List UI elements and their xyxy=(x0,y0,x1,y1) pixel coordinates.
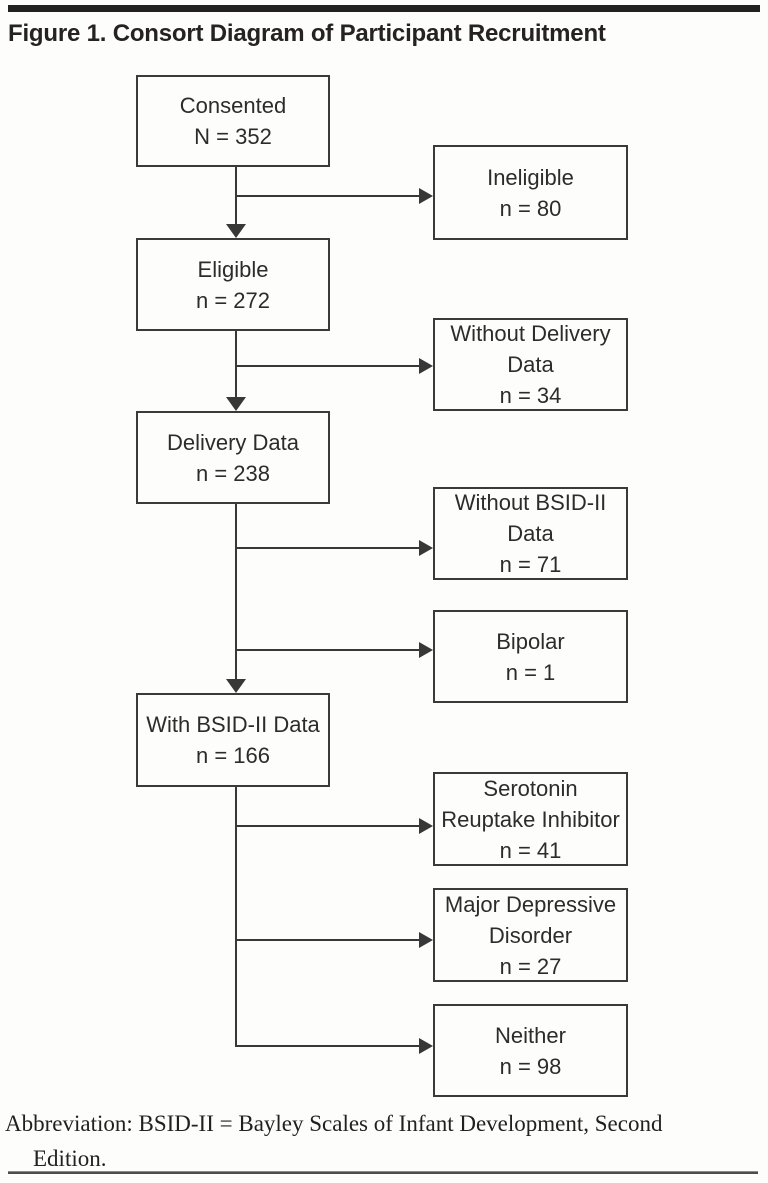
node-count: n = 238 xyxy=(195,460,270,486)
node-label: Neither xyxy=(495,1022,566,1048)
node-neither: Neither n = 98 xyxy=(433,1004,628,1097)
connector-branch-neither xyxy=(235,1045,419,1047)
node-label: Serotonin Reuptake Inhibitor xyxy=(441,775,620,832)
arrowhead-right-major-depressive-disorder-icon xyxy=(419,932,433,948)
arrowhead-right-neither-icon xyxy=(419,1038,433,1054)
node-consented: Consented N = 352 xyxy=(136,75,330,167)
node-label: Ineligible xyxy=(487,164,574,190)
node-with-bsid-ii-data: With BSID-II Data n = 166 xyxy=(136,693,330,787)
node-label: Eligible xyxy=(197,256,269,282)
connector-branch-without-bsid-ii-data xyxy=(235,547,419,549)
node-count: n = 41 xyxy=(499,837,562,863)
node-without-delivery-data: Without Delivery Data n = 34 xyxy=(433,318,628,411)
arrowhead-right-without-bsid-ii-data-icon xyxy=(419,540,433,556)
arrowhead-down-eligible-icon xyxy=(226,224,246,238)
node-count: n = 80 xyxy=(499,195,562,221)
node-label: Bipolar xyxy=(496,628,565,654)
node-delivery-data: Delivery Data n = 238 xyxy=(136,411,330,504)
node-count: n = 34 xyxy=(499,383,562,408)
node-without-bsid-ii-data: Without BSID-II Data n = 71 xyxy=(433,487,628,580)
node-count: n = 27 xyxy=(499,953,562,979)
connector-branch-bipolar xyxy=(235,649,419,651)
node-count: n = 272 xyxy=(195,287,270,313)
node-label: With BSID-II Data xyxy=(146,712,320,737)
arrowhead-right-ineligible-icon xyxy=(419,188,433,204)
connector-branch-serotonin-reuptake-inhibitor xyxy=(235,825,419,827)
node-label: Consented xyxy=(179,93,287,118)
bottom-rule xyxy=(8,1171,758,1174)
node-label: Delivery Data xyxy=(166,429,300,455)
arrowhead-down-with-bsid-icon xyxy=(226,679,246,693)
top-rule xyxy=(8,5,760,12)
node-serotonin-reuptake-inhibitor: Serotonin Reuptake Inhibitor n = 41 xyxy=(433,772,628,866)
abbreviation-note: Abbreviation: BSID-II = Bayley Scales of… xyxy=(5,1111,663,1171)
connector-branch-without-delivery-data xyxy=(235,365,419,367)
connector-branch-ineligible xyxy=(235,195,419,197)
node-major-depressive-disorder: Major Depressive Disorder n = 27 xyxy=(433,888,628,982)
connector-with-bsid-down-stem xyxy=(235,787,237,1047)
node-count: n = 98 xyxy=(499,1053,562,1079)
node-label: Without BSID-II Data xyxy=(454,490,607,546)
arrowhead-right-bipolar-icon xyxy=(419,642,433,658)
connector-consented-to-eligible xyxy=(235,167,237,227)
node-count: n = 71 xyxy=(499,552,562,577)
node-bipolar: Bipolar n = 1 xyxy=(433,610,628,703)
node-count: n = 1 xyxy=(505,659,556,685)
arrowhead-right-without-delivery-data-icon xyxy=(419,358,433,374)
node-count: n = 166 xyxy=(195,743,270,768)
node-eligible: Eligible n = 272 xyxy=(136,238,330,331)
node-count: N = 352 xyxy=(194,124,272,149)
connector-branch-major-depressive-disorder xyxy=(235,939,419,941)
connector-delivery-data-to-with-bsid xyxy=(235,504,237,682)
node-ineligible: Ineligible n = 80 xyxy=(433,145,628,240)
arrowhead-down-delivery-data-icon xyxy=(226,397,246,411)
arrowhead-right-serotonin-reuptake-inhibitor-icon xyxy=(419,818,433,834)
node-label: Without Delivery Data xyxy=(450,321,611,377)
node-label: Major Depressive Disorder xyxy=(444,891,617,948)
figure-title: Figure 1. Consort Diagram of Participant… xyxy=(8,20,606,47)
